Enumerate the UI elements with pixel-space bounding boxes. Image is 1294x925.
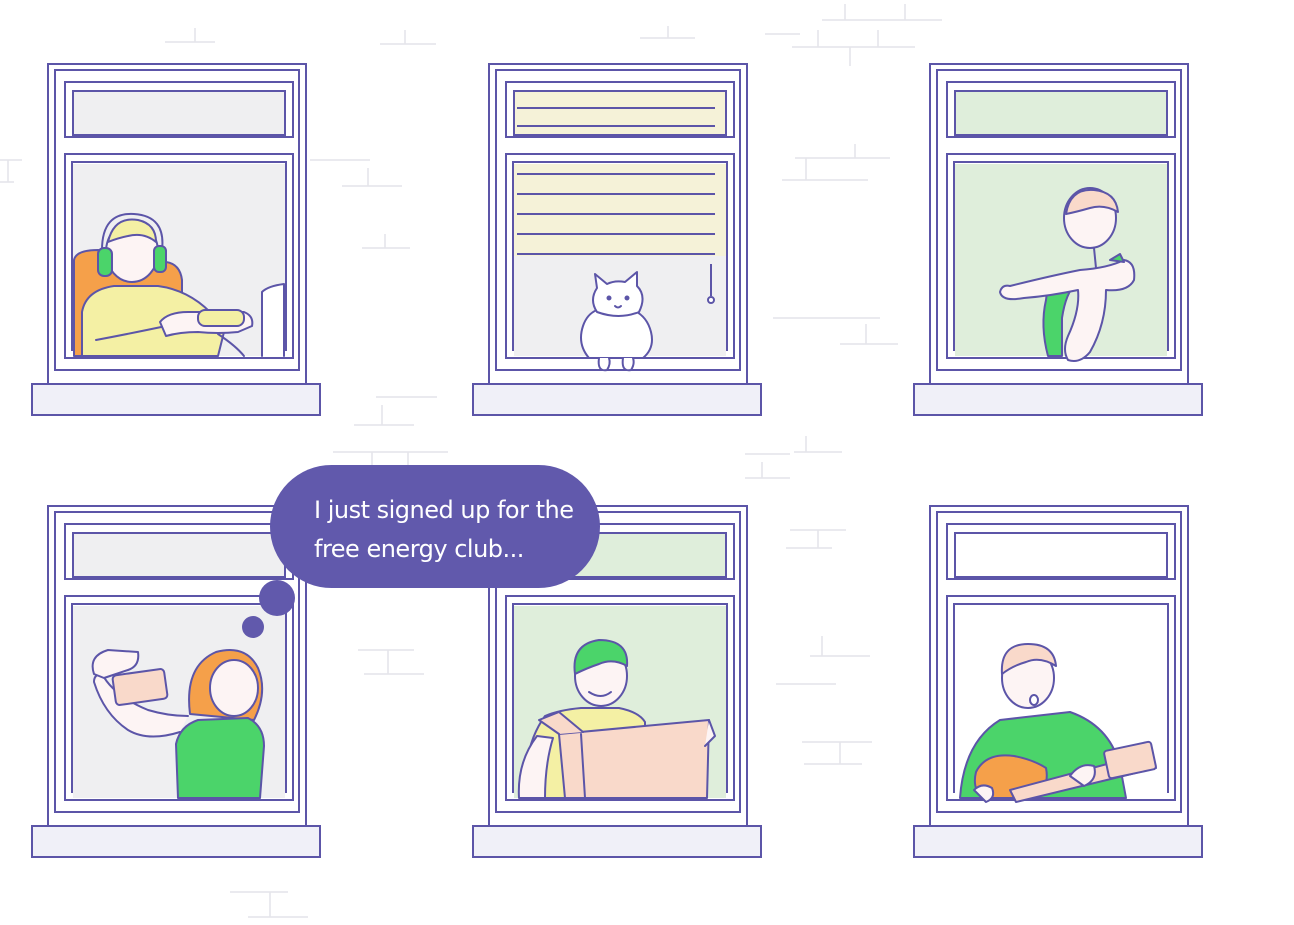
thought-dot-small [242,616,264,638]
thought-dot-large [259,580,295,616]
selfie-figure [91,649,265,799]
window-top-left [31,63,321,416]
speech-bubble-line-2: free energy club... [314,535,524,563]
stretching-figure [999,187,1136,362]
cat-figure [580,271,653,372]
window-bottom-left [31,505,321,858]
speech-bubble: I just signed up for the free energy clu… [270,465,600,588]
window-blinds [514,164,726,304]
window-bottom-right [913,505,1203,858]
box-figure [517,639,716,799]
guitar-figure [959,643,1157,803]
window-top-middle [472,63,762,416]
window-top-right [913,63,1203,416]
window-bottom-middle [472,505,762,858]
speech-bubble-line-1: I just signed up for the [314,496,574,524]
brick-lines [0,4,942,918]
gamer-figure [73,212,285,357]
